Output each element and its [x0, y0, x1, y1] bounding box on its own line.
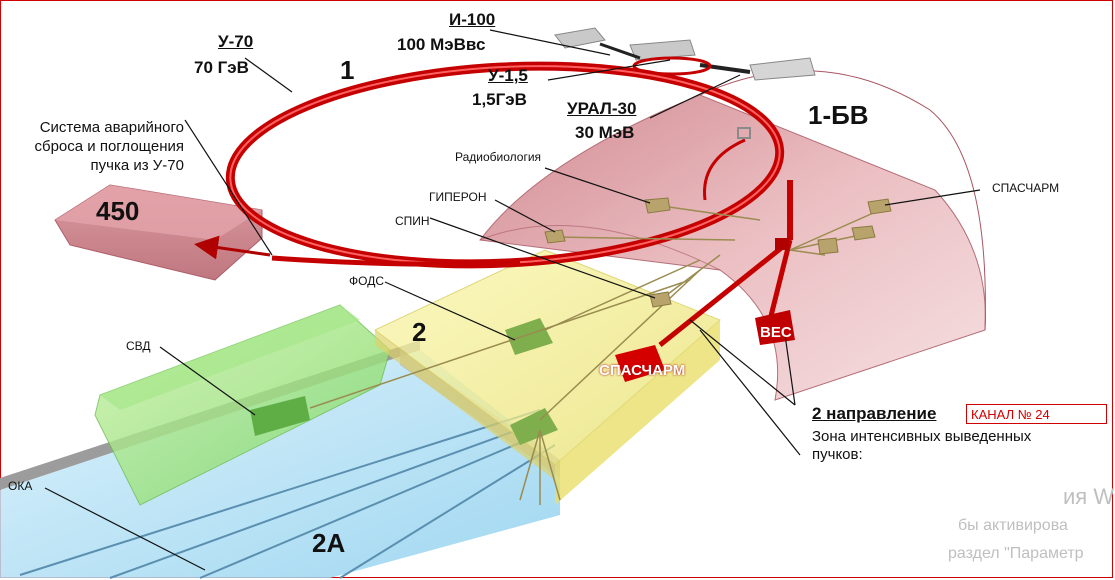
- ural-energy: 30 МэВ: [575, 123, 635, 142]
- svd-detector: [250, 396, 310, 436]
- u70-energy: 70 ГэВ: [194, 58, 249, 77]
- direction-title: 2 направление: [812, 404, 937, 423]
- radiobiology-block: [644, 197, 671, 214]
- ural-name: УРАЛ-30: [567, 99, 637, 118]
- dump-description: Система аварийного сброса и поглощения п…: [29, 118, 184, 175]
- spascharm-right-label: СПАСЧАРМ: [992, 181, 1060, 195]
- svd-label: СВД: [126, 339, 151, 353]
- yellow-detector-2: [510, 408, 558, 445]
- fods-detector: [505, 318, 553, 355]
- canal-box: КАНАЛ № 24: [966, 404, 1107, 424]
- watermark-line2: бы активирова: [958, 517, 1068, 534]
- ring-number: 1: [340, 55, 355, 85]
- hall-2a-label: 2А: [312, 528, 346, 558]
- u15-name: У-1,5: [488, 66, 528, 85]
- spascharm-block-3: [817, 237, 839, 255]
- fods-label: ФОДС: [349, 274, 384, 288]
- dump-450: [54, 184, 271, 281]
- zone-line2: пучков:: [812, 446, 863, 463]
- oka-label: ОКА: [8, 479, 33, 493]
- injectors: [554, 27, 816, 139]
- spascharm-center-label: СПАСЧАРМ: [599, 362, 686, 379]
- spin-label: СПИН: [395, 214, 430, 228]
- dump-description-line2: сброса и поглощения: [34, 138, 184, 155]
- u70-ring: [225, 61, 793, 347]
- hyperon-label: ГИПЕРОН: [429, 190, 487, 204]
- spascharm-block-1: [867, 198, 892, 215]
- dump-description-line1: Система аварийного: [39, 119, 184, 136]
- beam-lines: [309, 204, 881, 505]
- leader-lines: [44, 29, 981, 571]
- u70-name: У-70: [218, 32, 254, 51]
- experiment-blocks: [544, 197, 892, 308]
- i100-energy: 100 МэВвс: [397, 35, 486, 54]
- radiobiology-label: Радиобиология: [455, 150, 542, 164]
- hall-2: [374, 249, 721, 505]
- spascharm-block-2: [851, 225, 876, 241]
- ves-label: ВЕС: [760, 324, 792, 341]
- watermark-line3: раздел "Параметр: [948, 545, 1084, 562]
- hyperon-block: [649, 291, 672, 308]
- dump-450-label: 450: [96, 196, 140, 226]
- i100-name: И-100: [449, 10, 496, 29]
- watermark-line1: ия W: [1063, 484, 1115, 509]
- hall-2-label: 2: [412, 317, 427, 347]
- u15-energy: 1,5ГэВ: [472, 90, 527, 109]
- spin-block: [544, 229, 566, 244]
- hall-1bv-label: 1-БВ: [808, 100, 869, 130]
- zone-line1: Зона интенсивных выведенных: [812, 428, 1032, 445]
- spascharm-target: [615, 345, 665, 382]
- dump-description-line3: пучка из У-70: [90, 157, 184, 174]
